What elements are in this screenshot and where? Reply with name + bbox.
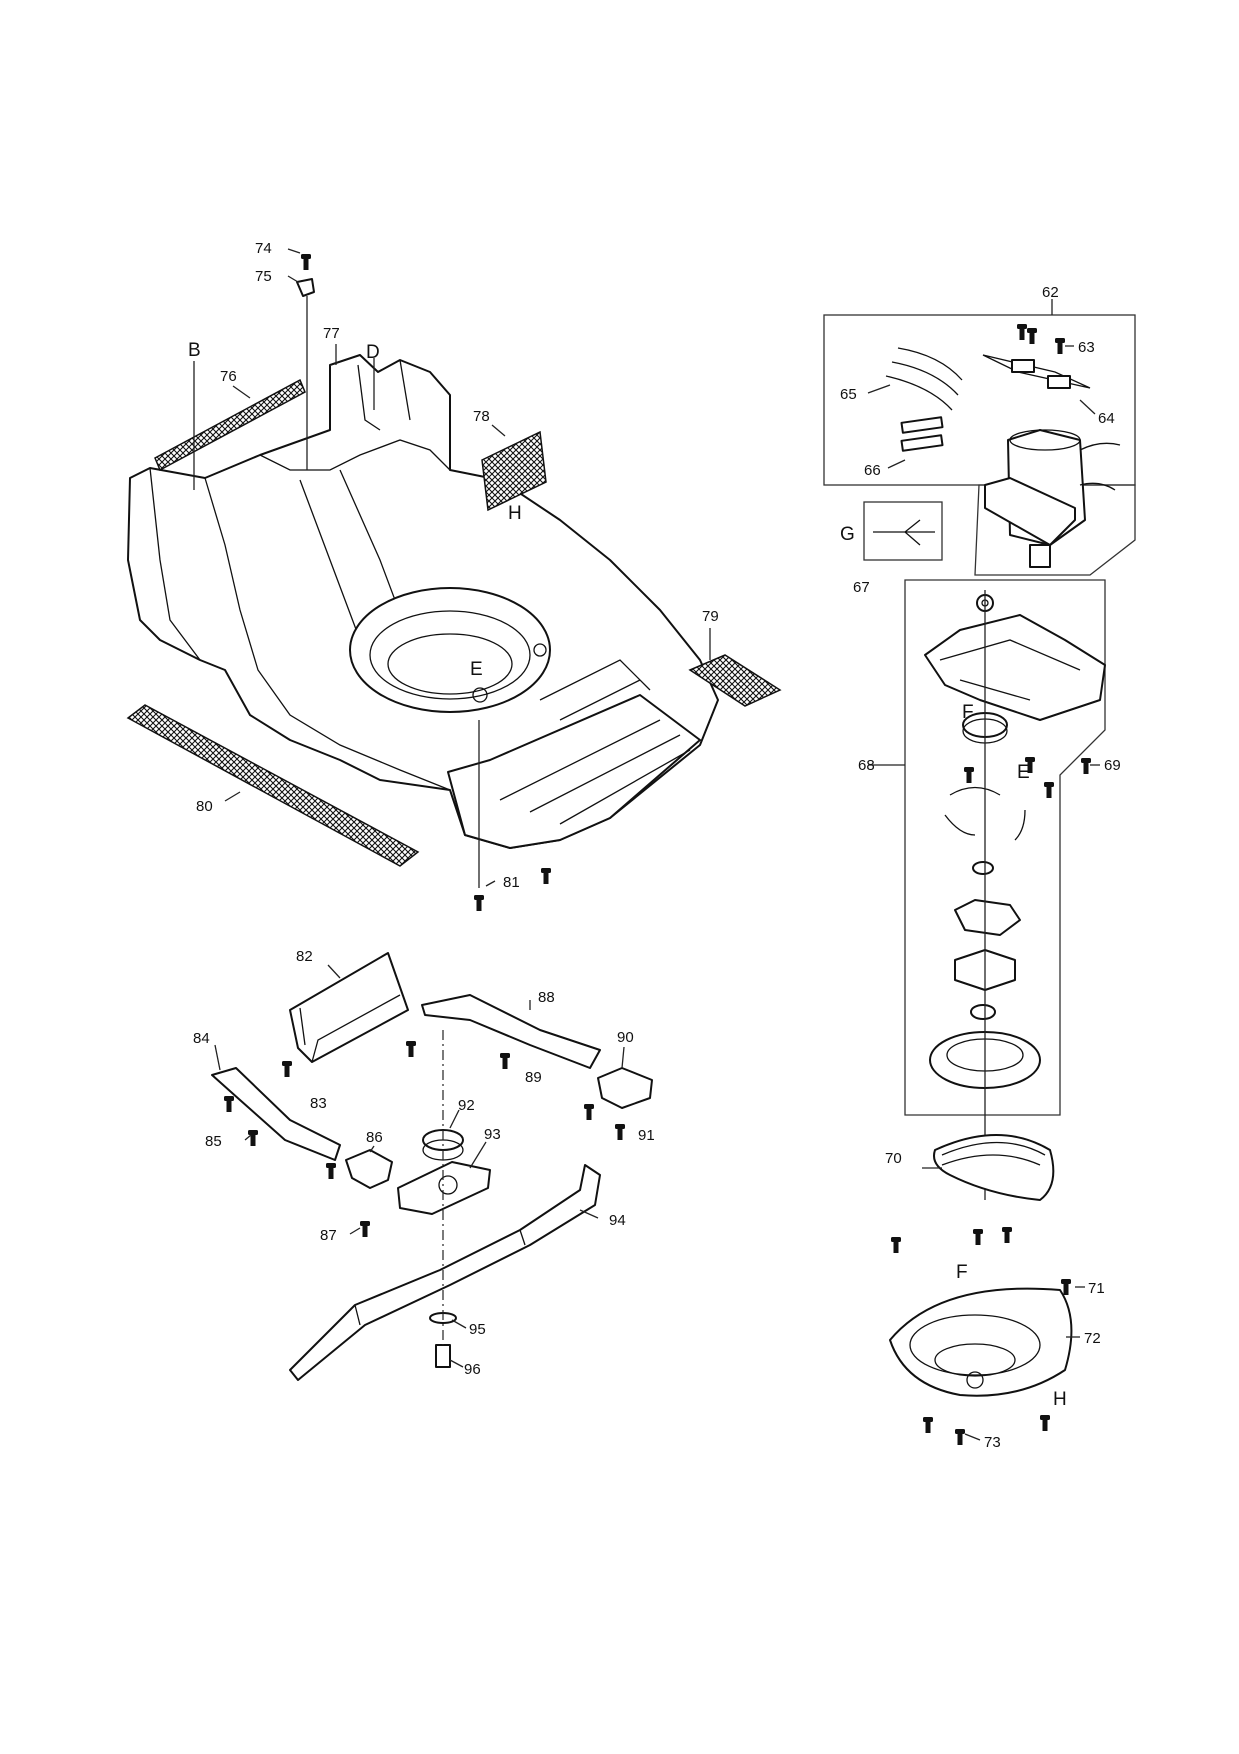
leader-lines [193,248,1100,1441]
label-81: 81 [503,874,520,891]
label-80: 80 [196,798,213,815]
motor-bracket-assembly [924,594,1106,1089]
label-87: 87 [320,1227,337,1244]
ref-D: D [366,342,380,363]
label-65: 65 [840,386,857,403]
label-84: 84 [193,1030,210,1047]
part-72-housing [889,1287,1073,1397]
label-69: 69 [1104,757,1121,774]
label-94: 94 [609,1212,626,1229]
blade-assembly [211,952,653,1381]
label-91: 91 [638,1127,655,1144]
label-73: 73 [984,1434,1001,1451]
label-95: 95 [469,1321,486,1338]
label-67: 67 [853,579,870,596]
label-76: 76 [220,368,237,385]
label-86: 86 [366,1129,383,1146]
ref-B: B [188,340,201,361]
ref-F-motor: F [962,702,974,723]
label-90: 90 [617,1029,634,1046]
part-80-filter-strip [126,704,420,867]
label-62: 62 [1042,284,1059,301]
label-74: 74 [255,240,272,257]
part-86-block [345,1149,393,1189]
label-83: 83 [310,1095,327,1112]
label-82: 82 [296,948,313,965]
label-96: 96 [464,1361,481,1378]
label-79: 79 [702,608,719,625]
ref-E-motor: E [1017,762,1030,783]
part-75-clip [296,278,315,297]
label-64: 64 [1098,410,1115,427]
part-76-filter-strip [154,378,306,472]
part-90-block [597,1067,653,1109]
part-81-screw-2 [541,868,551,884]
part-81-screw [474,895,484,911]
label-72: 72 [1084,1330,1101,1347]
ref-G: G [840,524,855,545]
label-66: 66 [864,462,881,479]
part-68-frame [904,579,1106,1116]
label-77: 77 [323,325,340,342]
label-68: 68 [858,757,875,774]
label-85: 85 [205,1133,222,1150]
label-88: 88 [538,989,555,1006]
part-70-belt [933,1134,1055,1201]
part-74-screw [301,254,311,270]
part-84-arm [211,1067,341,1161]
part-96-bolt [435,1344,451,1368]
part-78-filter-pad [481,430,547,512]
part-88-arm [421,994,601,1069]
label-70: 70 [885,1150,902,1167]
ref-F-housing: F [956,1262,968,1283]
part-67-box [863,501,943,561]
label-63: 63 [1078,339,1095,356]
part-94-blade [289,1164,601,1381]
label-71: 71 [1088,1280,1105,1297]
label-93: 93 [484,1126,501,1143]
ref-H-deck: H [508,503,522,524]
label-75: 75 [255,268,272,285]
motor-kit [885,347,1121,568]
part-82-guard [289,952,409,1063]
label-78: 78 [473,408,490,425]
part-79-filter-block [688,654,782,707]
ref-H-housing: H [1053,1389,1067,1410]
ref-E-deck: E [470,659,483,680]
part-93-plate [397,1161,491,1215]
mower-deck [127,354,719,849]
label-89: 89 [525,1069,542,1086]
label-92: 92 [458,1097,475,1114]
